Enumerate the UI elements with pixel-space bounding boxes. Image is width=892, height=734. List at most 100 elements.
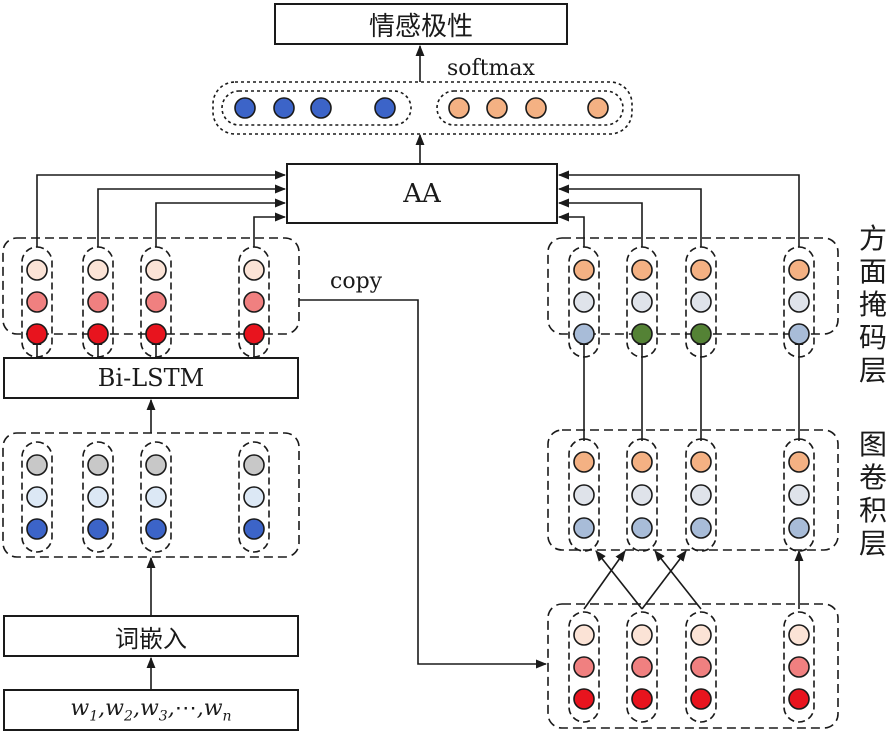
aspect-mask-node-3-2	[690, 291, 712, 313]
bilstm-hidden-node-4-2	[243, 291, 265, 313]
softmax-left-group	[221, 90, 412, 126]
aspect-mask-node-2-2	[631, 291, 653, 313]
softmax-outer-container	[212, 81, 633, 135]
gcn-output-node-3-2	[690, 484, 712, 506]
softmax-left-node-3	[310, 97, 332, 119]
gcn-input-column-3	[685, 611, 717, 723]
embedding-node-3-2	[145, 486, 167, 508]
gcn-input-node-1-1	[573, 624, 595, 646]
gcn-input-column-4	[783, 611, 815, 723]
aspect-mask-layer-label: 方面掩码层	[858, 222, 887, 387]
aspect-mask-column-2	[626, 246, 658, 358]
arrow-hidden-2-to-aa	[97, 184, 287, 247]
aspect-mask-node-1-2	[573, 291, 595, 313]
arrow-mask-1-to-aa	[557, 212, 585, 247]
gcn-output-column-3	[685, 438, 717, 552]
graph-edge-1-2	[583, 550, 626, 610]
softmax-right-node-2	[486, 97, 508, 119]
arrow-mask-2-to-aa	[557, 198, 643, 247]
graph-edge-2-3	[641, 550, 687, 610]
aspect-mask-node-4-2	[788, 291, 810, 313]
softmax-right-node-1	[448, 97, 470, 119]
embedding-node-4-3	[243, 518, 265, 540]
gcn-output-column-1	[568, 438, 600, 552]
gcn-output-column-2	[626, 438, 658, 552]
gcn-layer-label: 图卷积层	[858, 428, 887, 560]
graph-edge-2-1	[595, 550, 643, 610]
bilstm-hidden-node-3-2	[145, 291, 167, 313]
gcn-output-node-1-3	[573, 517, 595, 539]
gcn-output-node-2-3	[631, 517, 653, 539]
copy-connector	[299, 299, 548, 669]
softmax-left-node-4	[374, 97, 396, 119]
embedding-node-4-2	[243, 486, 265, 508]
aa-box: AA	[286, 163, 558, 224]
embedding-column-1	[21, 441, 53, 553]
aspect-mask-node-2-3	[631, 323, 653, 345]
gcn-input-node-4-2	[788, 656, 810, 678]
aspect-mask-column-3	[685, 246, 717, 358]
embedding-node-2-3	[87, 518, 109, 540]
gcn-input-node-4-1	[788, 624, 810, 646]
gcn-output-node-4-2	[788, 484, 810, 506]
gcn-input-node-3-2	[690, 656, 712, 678]
softmax-label: softmax	[447, 56, 535, 81]
graph-edge-3-2	[654, 550, 702, 610]
bilstm-box: Bi-LSTM	[3, 357, 299, 399]
gcn-input-column-1	[568, 611, 600, 723]
gcn-input-node-1-2	[573, 656, 595, 678]
aspect-mask-column-1	[568, 246, 600, 358]
bilstm-hidden-container	[2, 237, 300, 335]
embedding-column-2	[82, 441, 114, 553]
bilstm-hidden-node-1-2	[26, 291, 48, 313]
arrow-hidden-3-to-aa	[155, 198, 287, 247]
gcn-output-node-1-1	[573, 451, 595, 473]
gcn-input-column-2	[626, 611, 658, 723]
bilstm-hidden-node-2-3	[87, 323, 109, 345]
aspect-mask-node-4-3	[788, 323, 810, 345]
embedding-node-1-3	[26, 518, 48, 540]
aspect-mask-node-3-3	[690, 323, 712, 345]
gcn-input-node-1-3	[573, 688, 595, 710]
gcn-output-node-2-2	[631, 484, 653, 506]
gcn-output-node-1-2	[573, 484, 595, 506]
gcn-output-container	[547, 429, 839, 551]
embedding-container	[2, 432, 300, 558]
bilstm-hidden-node-4-3	[243, 323, 265, 345]
bilstm-hidden-node-2-1	[87, 259, 109, 281]
gcn-input-node-3-3	[690, 688, 712, 710]
aspect-mask-node-2-1	[631, 259, 653, 281]
bilstm-hidden-node-2-2	[87, 291, 109, 313]
gcn-input-node-4-3	[788, 688, 810, 710]
softmax-left-node-2	[273, 97, 295, 119]
aspect-mask-column-4	[783, 246, 815, 358]
embedding-column-4	[238, 441, 270, 553]
aspect-mask-node-4-1	[788, 259, 810, 281]
gcn-output-node-4-3	[788, 517, 810, 539]
embedding-node-2-1	[87, 454, 109, 476]
aspect-mask-node-3-1	[690, 259, 712, 281]
gcn-input-container	[547, 603, 839, 729]
gcn-input-node-3-1	[690, 624, 712, 646]
embedding-node-4-1	[243, 454, 265, 476]
arrow-mask-4-to-aa	[557, 170, 800, 247]
gcn-input-node-2-3	[631, 688, 653, 710]
sentiment-polarity-box: 情感极性	[274, 3, 568, 45]
embedding-node-1-1	[26, 454, 48, 476]
arrow-mask-3-to-aa	[557, 184, 702, 247]
gcn-output-node-3-3	[690, 517, 712, 539]
gcn-output-node-3-1	[690, 451, 712, 473]
aspect-mask-node-1-3	[573, 323, 595, 345]
softmax-right-node-4	[587, 97, 609, 119]
bilstm-hidden-node-1-1	[26, 259, 48, 281]
embedding-node-1-2	[26, 486, 48, 508]
gcn-output-node-2-1	[631, 451, 653, 473]
softmax-right-node-3	[525, 97, 547, 119]
arrow-hidden-4-to-aa	[253, 212, 287, 247]
gcn-input-node-2-1	[631, 624, 653, 646]
softmax-left-node-1	[234, 97, 256, 119]
embedding-node-3-3	[145, 518, 167, 540]
gcn-output-node-4-1	[788, 451, 810, 473]
